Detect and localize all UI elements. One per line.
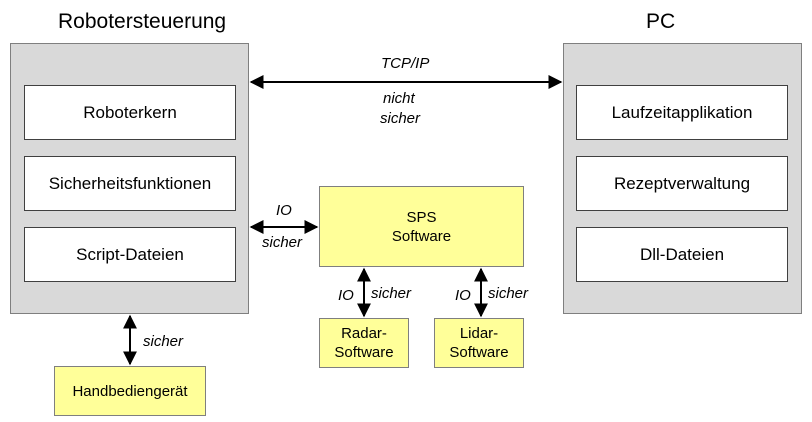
sps-radar-sicher-label: sicher xyxy=(371,285,412,302)
module-laufzeitapplikation: Laufzeitapplikation xyxy=(576,85,788,140)
radar-line2: Software xyxy=(334,344,394,361)
tcp-sicher-label: sicher xyxy=(380,110,421,127)
robot-hand-sicher-label: sicher xyxy=(143,333,184,350)
pc-title: PC xyxy=(646,10,676,33)
sps-radar-io-label: IO xyxy=(338,287,354,304)
module-rezeptverwaltung: Rezeptverwaltung xyxy=(576,156,788,211)
sps-software-box: SPS Software xyxy=(319,186,524,267)
tcp-nicht-label: nicht xyxy=(383,90,415,107)
robot-controller-title: Robotersteuerung xyxy=(58,10,227,33)
radar-line1: Radar- xyxy=(341,325,387,342)
lidar-line1: Lidar- xyxy=(459,325,499,342)
sps-lidar-io-label: IO xyxy=(455,287,471,304)
sps-line1: SPS xyxy=(406,208,437,226)
lidar-software-box: Lidar- Software xyxy=(434,318,524,368)
sps-lidar-sicher-label: sicher xyxy=(488,285,529,302)
radar-software-box: Radar- Software xyxy=(319,318,409,368)
robot-sps-sicher-label: sicher xyxy=(262,234,303,251)
robot-sps-io-label: IO xyxy=(276,202,292,219)
module-roboterkern: Roboterkern xyxy=(24,85,236,140)
module-script-dateien: Script-Dateien xyxy=(24,227,236,282)
sps-line2: Software xyxy=(391,227,452,245)
handbediengeraet-box: Handbediengerät xyxy=(54,366,206,416)
module-dll-dateien: Dll-Dateien xyxy=(576,227,788,282)
tcp-ip-label: TCP/IP xyxy=(381,55,430,72)
module-sicherheitsfunktionen: Sicherheitsfunktionen xyxy=(24,156,236,211)
lidar-line2: Software xyxy=(449,344,509,361)
handbediengeraet-label: Handbediengerät xyxy=(72,382,188,400)
